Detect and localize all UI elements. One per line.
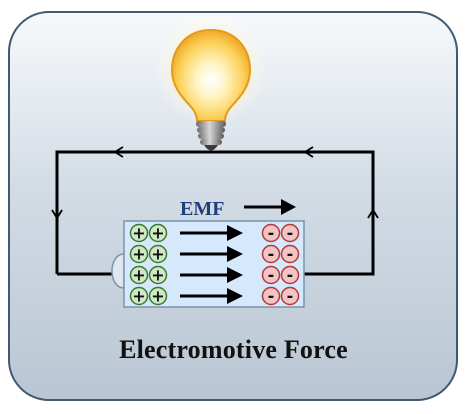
positive-charge: + [129, 224, 149, 243]
svg-text:-: - [268, 266, 275, 285]
positive-charge: + [148, 287, 168, 306]
svg-text:-: - [268, 224, 275, 243]
negative-charge: - [261, 266, 281, 285]
svg-text:+: + [132, 224, 145, 243]
svg-text:+: + [132, 266, 145, 285]
diagram-caption: Electromotive Force [119, 335, 348, 364]
svg-text:+: + [151, 287, 164, 306]
positive-charge: + [129, 287, 149, 306]
wire-arrow-top-left [113, 146, 124, 158]
svg-text:+: + [132, 245, 145, 264]
circuit-wire [55, 150, 375, 276]
svg-text:+: + [132, 287, 145, 306]
emf-label: EMF [180, 198, 224, 220]
negative-charge: - [280, 287, 300, 306]
svg-text:-: - [287, 266, 294, 285]
svg-text:-: - [287, 245, 294, 264]
svg-text:-: - [268, 287, 275, 306]
svg-text:+: + [151, 266, 164, 285]
wire-arrow-right-up [367, 208, 379, 219]
wire-arrow-left-down [51, 209, 63, 220]
negative-charge: - [280, 224, 300, 243]
positive-charge: + [129, 245, 149, 264]
charge-flow-arrow [180, 288, 243, 304]
negative-charge: - [261, 287, 281, 306]
battery-cell-icon: ++--++--++--++-- [111, 220, 305, 308]
wire-arrow-top-right [303, 146, 314, 158]
negative-charge: - [280, 266, 300, 285]
negative-charge: - [261, 245, 281, 264]
emf-arrow [244, 199, 296, 215]
positive-charge: + [129, 266, 149, 285]
svg-text:+: + [151, 245, 164, 264]
svg-text:-: - [287, 287, 294, 306]
charge-flow-arrow [180, 225, 243, 241]
charge-flow-arrow [180, 246, 243, 262]
light-bulb-icon [155, 14, 267, 151]
negative-charge: - [261, 224, 281, 243]
svg-text:+: + [151, 224, 164, 243]
positive-charge: + [148, 266, 168, 285]
svg-text:-: - [268, 245, 275, 264]
positive-charge: + [148, 245, 168, 264]
charge-flow-arrow [180, 267, 243, 283]
positive-charge: + [148, 224, 168, 243]
background-panel [8, 11, 458, 401]
svg-text:-: - [287, 224, 294, 243]
negative-charge: - [280, 245, 300, 264]
